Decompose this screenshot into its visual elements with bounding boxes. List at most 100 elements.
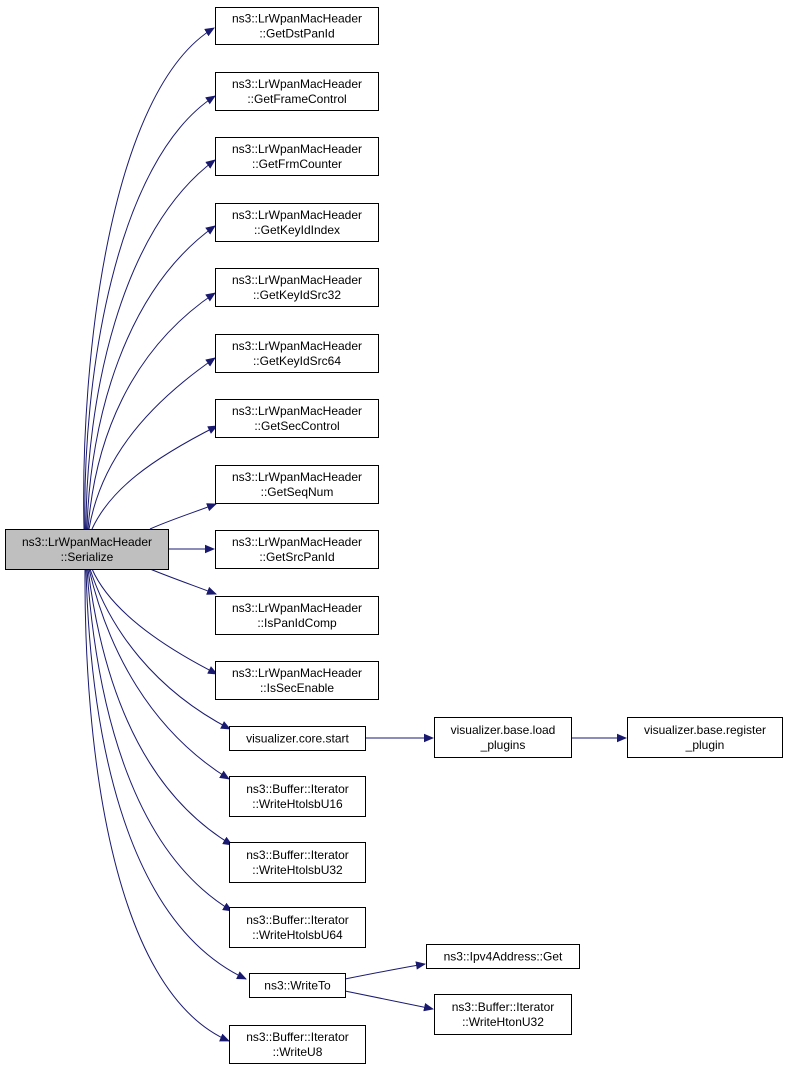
node-label: visualizer.base.load [451, 723, 556, 737]
node-getseqnum[interactable]: ns3::LrWpanMacHeader::GetSeqNum [215, 465, 379, 504]
node-label: ns3::LrWpanMacHeader [232, 273, 362, 287]
edge-serialize-to-issecenable [91, 568, 218, 675]
node-box [215, 399, 379, 438]
node-label: ns3::LrWpanMacHeader [232, 208, 362, 222]
node-writeto[interactable]: ns3::WriteTo [249, 973, 346, 998]
edge-serialize-to-getfrmcounter [85, 159, 216, 530]
node-box [215, 596, 379, 635]
node-label: ns3::WriteTo [264, 979, 331, 993]
node-coreStart[interactable]: visualizer.core.start [229, 726, 366, 751]
node-label: visualizer.core.start [246, 732, 349, 746]
node-label-line-2: ::IsPanIdComp [257, 616, 337, 630]
edge-writeto-to-ipv4get [344, 961, 426, 980]
node-label: ns3::Buffer::Iterator [246, 848, 349, 862]
node-getframecontrol[interactable]: ns3::LrWpanMacHeader::GetFrameControl [215, 72, 379, 111]
node-label-line-2: ::WriteHtonU32 [462, 1015, 544, 1029]
node-writehtolsbu16[interactable]: ns3::Buffer::Iterator::WriteHtolsbU16 [229, 776, 366, 817]
edge-serialize-to-getkeyidsrc64 [88, 357, 216, 530]
edge-serialize-to-getdstpanid [83, 27, 215, 530]
edge-serialize-to-writehtolsbu64 [86, 568, 233, 912]
node-label-line-2: ::WriteHtolsbU64 [252, 928, 343, 942]
edge-serialize-to-getseccontrol [91, 425, 218, 530]
node-loadPlugins[interactable]: visualizer.base.load_plugins [434, 717, 572, 758]
edge-serialize-to-writehtolsbu16 [88, 568, 230, 780]
node-serialize[interactable]: ns3::LrWpanMacHeader::Serialize [5, 529, 169, 570]
node-writehtonu32[interactable]: ns3::Buffer::Iterator::WriteHtonU32 [434, 994, 572, 1035]
node-box [215, 203, 379, 242]
node-getdstpanid[interactable]: ns3::LrWpanMacHeader::GetDstPanId [215, 7, 379, 45]
node-label: ns3::LrWpanMacHeader [232, 339, 362, 353]
node-box [229, 907, 366, 948]
node-label: ns3::LrWpanMacHeader [232, 666, 362, 680]
node-label-line-2: ::GetFrmCounter [252, 157, 342, 171]
node-writehtolsbu64[interactable]: ns3::Buffer::Iterator::WriteHtolsbU64 [229, 907, 366, 948]
node-ipv4get[interactable]: ns3::Ipv4Address::Get [426, 944, 580, 969]
node-label-line-2: ::GetFrameControl [247, 92, 346, 106]
edge-serialize-to-writeu8 [84, 568, 230, 1042]
nodes: ns3::LrWpanMacHeader::Serializens3::LrWp… [5, 7, 783, 1064]
node-label-line-2: ::GetKeyIdIndex [254, 223, 340, 237]
node-box [426, 944, 580, 969]
edge-serialize-to-coreStart [89, 568, 231, 730]
node-getfrmcounter[interactable]: ns3::LrWpanMacHeader::GetFrmCounter [215, 137, 379, 176]
node-box [215, 268, 379, 307]
node-box [215, 334, 379, 373]
node-box [229, 1025, 366, 1064]
node-box [434, 994, 572, 1035]
node-box [229, 726, 366, 751]
node-label-line-2: ::GetKeyIdSrc32 [253, 288, 341, 302]
edge-serialize-to-getseqnum [149, 503, 217, 530]
node-label-line-2: ::GetKeyIdSrc64 [253, 354, 341, 368]
node-label: ns3::Buffer::Iterator [246, 913, 349, 927]
node-registerPlugin[interactable]: visualizer.base.register_plugin [627, 717, 783, 758]
node-label: ns3::Buffer::Iterator [452, 1000, 555, 1014]
edge-serialize-to-writehtolsbu32 [87, 568, 233, 846]
node-label-line-2: ::GetDstPanId [259, 27, 334, 41]
node-box [434, 717, 572, 758]
edge-serialize-to-getframecontrol [84, 95, 216, 530]
node-getkeyidsrc64[interactable]: ns3::LrWpanMacHeader::GetKeyIdSrc64 [215, 334, 379, 373]
node-getsrcpanid[interactable]: ns3::LrWpanMacHeader::GetSrcPanId [215, 530, 379, 569]
node-label: ns3::LrWpanMacHeader [232, 77, 362, 91]
node-label: ns3::LrWpanMacHeader [232, 535, 362, 549]
node-box [215, 7, 379, 45]
node-box [5, 529, 169, 570]
node-label: ns3::LrWpanMacHeader [232, 142, 362, 156]
node-label: ns3::LrWpanMacHeader [232, 470, 362, 484]
node-box [249, 973, 346, 998]
node-label: ns3::LrWpanMacHeader [232, 12, 362, 26]
node-label: ns3::Buffer::Iterator [246, 1030, 349, 1044]
node-label: visualizer.base.register [644, 723, 766, 737]
node-label-line-2: ::GetSrcPanId [259, 550, 334, 564]
node-box [215, 661, 379, 700]
node-label-line-2: ::GetSeqNum [261, 485, 334, 499]
node-box [627, 717, 783, 758]
edge-serialize-to-getkeyidindex [86, 225, 216, 530]
node-label: ns3::Ipv4Address::Get [444, 950, 563, 964]
node-label-line-2: ::GetSecControl [254, 419, 339, 433]
node-issecenable[interactable]: ns3::LrWpanMacHeader::IsSecEnable [215, 661, 379, 700]
node-ispanidcomp[interactable]: ns3::LrWpanMacHeader::IsPanIdComp [215, 596, 379, 635]
node-box [229, 776, 366, 817]
node-label: ns3::LrWpanMacHeader [232, 601, 362, 615]
node-getkeyidindex[interactable]: ns3::LrWpanMacHeader::GetKeyIdIndex [215, 203, 379, 242]
edge-serialize-to-writeto [85, 568, 247, 980]
node-getkeyidsrc32[interactable]: ns3::LrWpanMacHeader::GetKeyIdSrc32 [215, 268, 379, 307]
node-label-line-2: _plugins [480, 738, 526, 752]
edges [83, 27, 627, 1042]
node-box [215, 137, 379, 176]
node-writehtolsbu32[interactable]: ns3::Buffer::Iterator::WriteHtolsbU32 [229, 842, 366, 883]
edge-serialize-to-getkeyidsrc32 [87, 292, 216, 530]
node-getseccontrol[interactable]: ns3::LrWpanMacHeader::GetSecControl [215, 399, 379, 438]
node-box [215, 72, 379, 111]
node-label-line-2: ::IsSecEnable [260, 681, 334, 695]
node-box [229, 842, 366, 883]
node-box [215, 530, 379, 569]
edge-serialize-to-ispanidcomp [149, 568, 217, 595]
node-label-line-2: _plugin [685, 738, 725, 752]
node-writeu8[interactable]: ns3::Buffer::Iterator::WriteU8 [229, 1025, 366, 1064]
node-label-line-2: ::Serialize [61, 550, 114, 564]
node-label: ns3::LrWpanMacHeader [232, 404, 362, 418]
edge-writeto-to-writehtonu32 [344, 990, 434, 1012]
